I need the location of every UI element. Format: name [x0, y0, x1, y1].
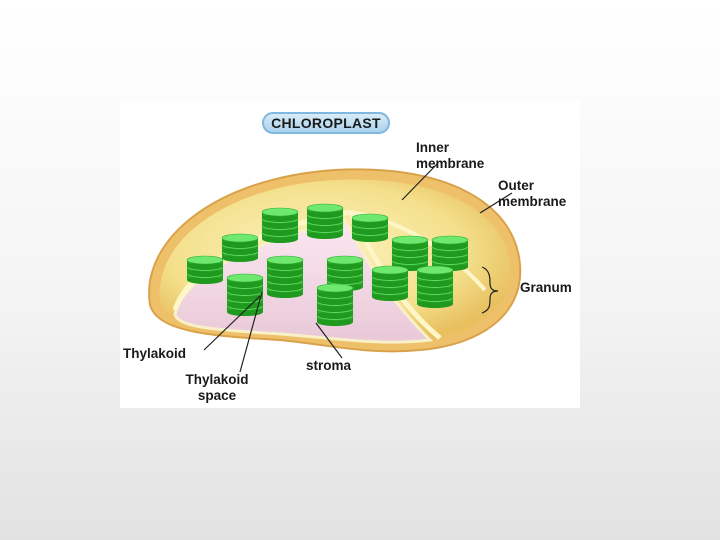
thylakoid-disc-bottom: [227, 287, 263, 295]
thylakoid-pointer: [203, 295, 261, 351]
inner-membrane-pointer: [401, 162, 439, 201]
chloroplast-figure: CHLOROPLAST Inner membrane Outer membran…: [120, 100, 580, 408]
thylakoid-disc-bottom: [267, 283, 303, 291]
granum-stack: [226, 273, 264, 316]
thylakoid-disc-bottom: [317, 297, 353, 305]
thylakoid-disc-bottom: [417, 279, 453, 287]
granum-stack: [266, 255, 304, 298]
chloroplast-illustration: [148, 162, 522, 373]
thylakoid-disc-bottom: [262, 228, 298, 236]
thylakoid-disc: [266, 255, 304, 265]
thylakoid-disc-bottom: [307, 224, 343, 232]
granum-stack: [316, 283, 354, 326]
thylakoid-disc: [416, 265, 454, 275]
label-stroma: stroma: [306, 358, 352, 373]
thylakoid-disc-bottom: [317, 290, 353, 298]
thylakoid-disc-bottom: [432, 242, 468, 250]
granum-stack: [371, 265, 409, 301]
thylakoid-disc-bottom: [262, 214, 298, 222]
thylakoid-disc-bottom: [267, 290, 303, 298]
grana-group: [186, 203, 469, 326]
granum-stack: [416, 265, 454, 308]
thylakoid-disc-bottom: [432, 256, 468, 264]
stroma-pointer: [315, 322, 343, 359]
thylakoid-disc-bottom: [227, 280, 263, 288]
thylakoid-disc-bottom: [222, 254, 258, 262]
thylakoid-disc-bottom: [317, 311, 353, 319]
label-inner-membrane: Inner membrane: [416, 140, 485, 171]
thylakoid-disc-bottom: [187, 262, 223, 270]
granum-stack: [221, 233, 259, 262]
thylakoid-disc-bottom: [267, 276, 303, 284]
label-outer-membrane: Outer membrane: [498, 178, 567, 209]
thylakoid-disc: [306, 203, 344, 213]
diagram-title: CHLOROPLAST: [262, 112, 390, 134]
thylakoid-disc-bottom: [372, 293, 408, 301]
thylakoid-disc: [226, 273, 264, 283]
thylakoid-disc-bottom: [307, 210, 343, 218]
granum-stack: [351, 213, 389, 242]
thylakoid-disc-bottom: [392, 256, 428, 264]
granum-stack: [431, 235, 469, 271]
thylakoid-disc: [351, 213, 389, 223]
thylakoid-disc: [431, 235, 469, 245]
thylakoid-disc-bottom: [267, 262, 303, 270]
label-thylakoid-space: Thylakoid space: [185, 372, 249, 403]
granum-stack: [306, 203, 344, 239]
thylakoid-disc-bottom: [417, 286, 453, 294]
thylakoid-disc: [326, 255, 364, 265]
outer-membrane-pointer: [479, 192, 513, 214]
thylakoid-disc: [316, 283, 354, 293]
thylakoid-disc-bottom: [432, 249, 468, 257]
label-thylakoid: Thylakoid: [123, 346, 187, 361]
thylakoid-disc-bottom: [417, 272, 453, 280]
thylakoid-disc-bottom: [187, 269, 223, 277]
thylakoid-disc-bottom: [267, 269, 303, 277]
thylakoid-disc-bottom: [392, 242, 428, 250]
thylakoid-disc-bottom: [327, 269, 363, 277]
label-granum: Granum: [520, 280, 572, 295]
thylakoid-disc: [261, 207, 299, 217]
thylakoid-disc-bottom: [352, 220, 388, 228]
thylakoid-disc-bottom: [227, 294, 263, 302]
thylakoid-disc-bottom: [262, 221, 298, 229]
thylakoid-disc-bottom: [352, 227, 388, 235]
thylakoid-disc-bottom: [417, 293, 453, 301]
thylakoid-disc-bottom: [317, 304, 353, 312]
thylakoid-disc: [371, 265, 409, 275]
pointer-lines: [203, 162, 513, 373]
thylakoid-disc-bottom: [372, 286, 408, 294]
thylakoid-disc: [186, 255, 224, 265]
thylakoid-disc-bottom: [262, 235, 298, 243]
thylakoid-disc-bottom: [317, 318, 353, 326]
thylakoid-space-pointer: [239, 291, 263, 373]
thylakoid-disc-bottom: [307, 231, 343, 239]
thylakoid-disc-bottom: [372, 272, 408, 280]
thylakoid-disc-bottom: [352, 234, 388, 242]
granum-stack: [186, 255, 224, 284]
thylakoid-disc-bottom: [392, 249, 428, 257]
thylakoid-disc-bottom: [227, 301, 263, 309]
granum-bracket: [481, 266, 499, 314]
thylakoid-disc-bottom: [187, 276, 223, 284]
thylakoid-disc-bottom: [307, 217, 343, 225]
thylakoid-disc-bottom: [222, 240, 258, 248]
granum-stack: [391, 235, 429, 271]
thylakoid-disc-bottom: [222, 247, 258, 255]
thylakoid-disc-bottom: [327, 262, 363, 270]
thylakoid-disc: [391, 235, 429, 245]
thylakoid-disc-bottom: [327, 276, 363, 284]
thylakoid-disc: [221, 233, 259, 243]
thylakoid-disc-bottom: [372, 279, 408, 287]
thylakoid-disc-bottom: [227, 308, 263, 316]
granum-stack: [261, 207, 299, 243]
thylakoid-disc-bottom: [417, 300, 453, 308]
